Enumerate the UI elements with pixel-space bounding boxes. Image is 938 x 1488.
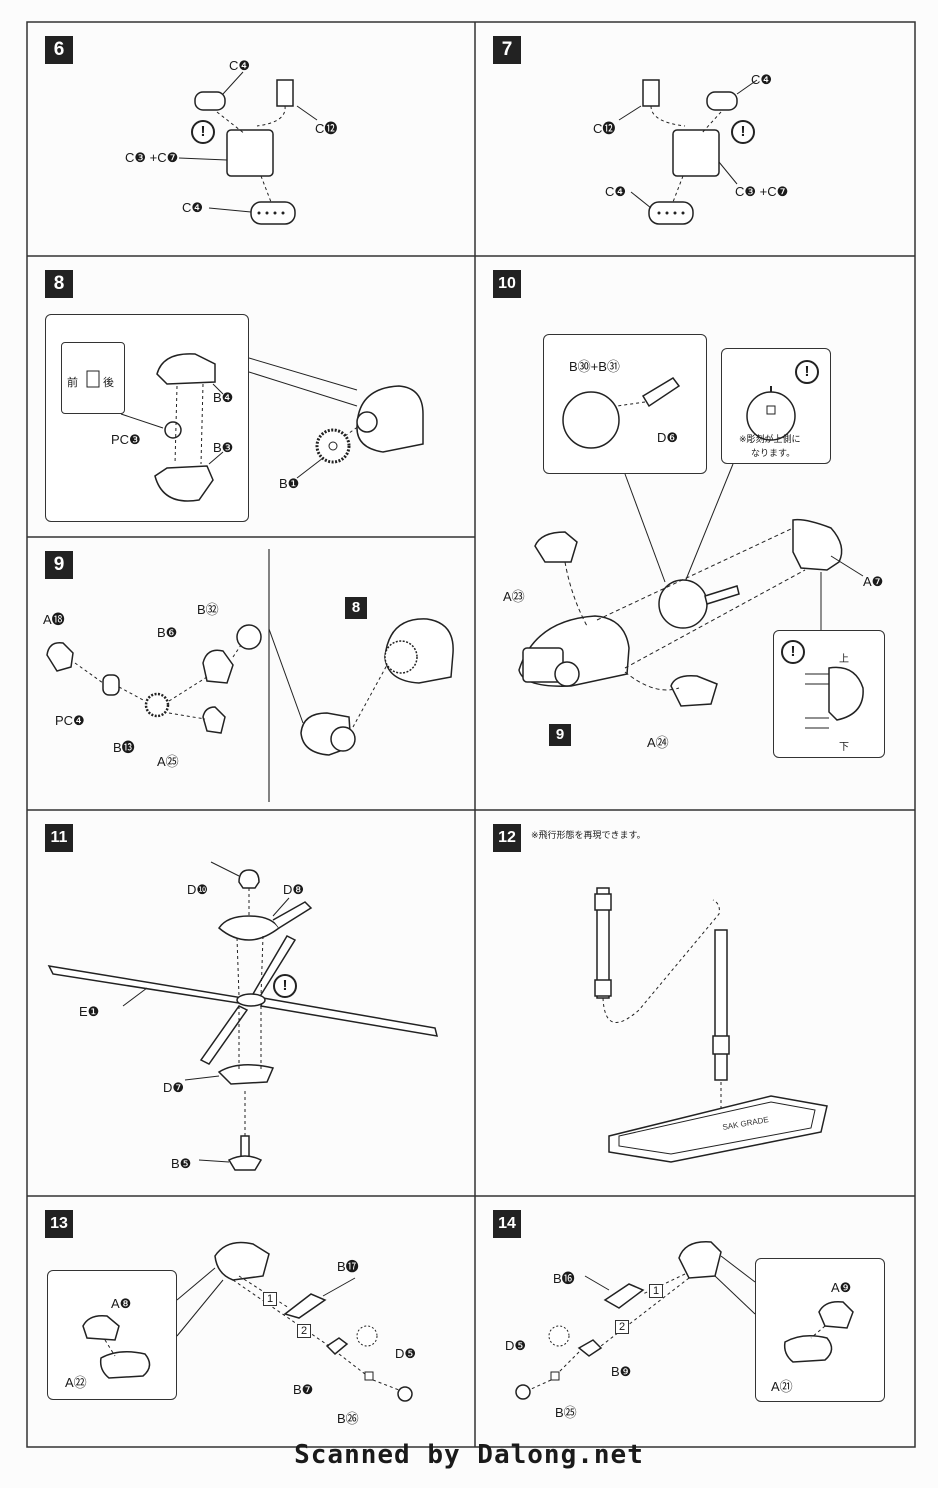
step-7-diagram: [618, 79, 758, 225]
part-label: A❼: [863, 574, 884, 589]
warning-icon: !: [273, 974, 297, 998]
part-label: B❻: [157, 625, 178, 640]
part-label: B㉚+B㉛: [569, 359, 620, 374]
sequence-box: 2: [615, 1320, 629, 1334]
part-label: PC❸: [111, 432, 141, 447]
part-label: PC❹: [55, 713, 85, 728]
part-label: A❽: [111, 1296, 132, 1311]
down-label: 下: [839, 742, 849, 753]
part-label: C⓬: [315, 121, 338, 136]
part-label: B⓱: [337, 1259, 359, 1274]
step-11: 11 ! D❿ D❽ E❶ D❼: [27, 810, 475, 1196]
part-label: B⓰: [553, 1271, 575, 1286]
step-number: 6: [45, 36, 73, 64]
step-10-diagram: [518, 377, 864, 729]
part-label: B❸: [213, 440, 234, 455]
back-label: 後: [103, 377, 114, 389]
part-label: A⓲: [43, 612, 65, 627]
part-label: D❽: [283, 882, 305, 897]
part-label: A㉕: [157, 754, 179, 769]
part-label: B㉕: [555, 1405, 577, 1420]
warning-icon: !: [781, 640, 805, 664]
step-number: 14: [493, 1210, 521, 1238]
part-label: A❾: [831, 1280, 852, 1295]
part-label: D❼: [163, 1080, 185, 1095]
step-6-diagram: [178, 71, 318, 225]
part-label: E❶: [79, 1004, 100, 1019]
part-label: B㉖: [337, 1411, 359, 1426]
part-label: A㉓: [503, 589, 525, 604]
part-label: C❸ +C❼: [125, 150, 179, 165]
part-label: A㉑: [771, 1379, 793, 1394]
step-number: 7: [493, 36, 521, 64]
up-label: 上: [839, 654, 849, 665]
reference-step-number: 8: [345, 597, 367, 619]
part-label: B❾: [611, 1364, 632, 1379]
step-number: 9: [45, 551, 73, 579]
part-label: D❻: [657, 430, 679, 445]
step-14-diagram: [515, 1241, 854, 1400]
step-number: 11: [45, 824, 73, 852]
step-9: 9 8 A⓲ B㉜ B❻ PC❹ B⓭ A㉕: [27, 537, 475, 810]
part-label: C❹: [605, 184, 627, 199]
step-11-diagram: [47, 861, 439, 1171]
part-label: B❶: [279, 476, 300, 491]
step-10: 10: [475, 256, 915, 810]
warning-icon: !: [191, 120, 215, 144]
part-label: D❿: [187, 882, 209, 897]
sequence-box: 1: [263, 1292, 277, 1306]
part-label: B㉜: [197, 602, 219, 617]
step-12: 12 ※飛行形態を再現できます。 SAK GRADE: [475, 810, 915, 1196]
part-label: B⓭: [113, 740, 135, 755]
part-label: C❹: [229, 58, 251, 73]
marking-note-2: なります。: [751, 448, 796, 458]
part-label: C⓬: [593, 121, 616, 136]
step-number: 8: [45, 270, 73, 298]
part-label: B❺: [171, 1156, 192, 1171]
part-label: C❹: [182, 200, 204, 215]
part-label: A㉒: [65, 1375, 87, 1390]
step-7: 7 ! C❹ C⓬ C❸ +C❼ C❹: [475, 22, 915, 256]
part-label: B❼: [293, 1382, 314, 1397]
step-12-diagram: SAK GRADE: [594, 887, 828, 1163]
step-14: 14 1 2 B⓰ A❾ D❺ B❾ B㉕ A㉑: [475, 1196, 915, 1447]
front-label: 前: [67, 377, 78, 389]
part-label: D❺: [505, 1338, 527, 1353]
part-label: B❹: [213, 390, 234, 405]
marking-note: ※彫刻が上側に: [739, 434, 801, 444]
step-13: 13 1 2 B⓱ A❽ A㉒ D❺ B❼ B㉖: [27, 1196, 475, 1447]
part-label: A㉔: [647, 735, 669, 750]
step-number: 12: [493, 824, 521, 852]
reference-step-number: 9: [549, 724, 571, 746]
warning-icon: !: [731, 120, 755, 144]
warning-icon: !: [795, 360, 819, 384]
step-number: 10: [493, 270, 521, 298]
step-8: 8 前 後 PC❸ B❹ B❸ B❶: [27, 256, 475, 537]
sequence-box: 1: [649, 1284, 663, 1298]
step-note: ※飛行形態を再現できます。: [531, 830, 646, 840]
step-9-diagram: [46, 549, 454, 802]
step-13-diagram: [82, 1241, 413, 1402]
sequence-box: 2: [297, 1324, 311, 1338]
step-6: 6 ! C❹ C⓬ C❸ +C❼ C❹: [27, 22, 475, 256]
step-number: 13: [45, 1210, 73, 1238]
part-label: D❺: [395, 1346, 417, 1361]
footer-credit: Scanned by Dalong.net: [294, 1440, 644, 1470]
part-label: C❹: [751, 72, 773, 87]
step-8-diagram: [86, 353, 424, 502]
part-label: C❸ +C❼: [735, 184, 789, 199]
